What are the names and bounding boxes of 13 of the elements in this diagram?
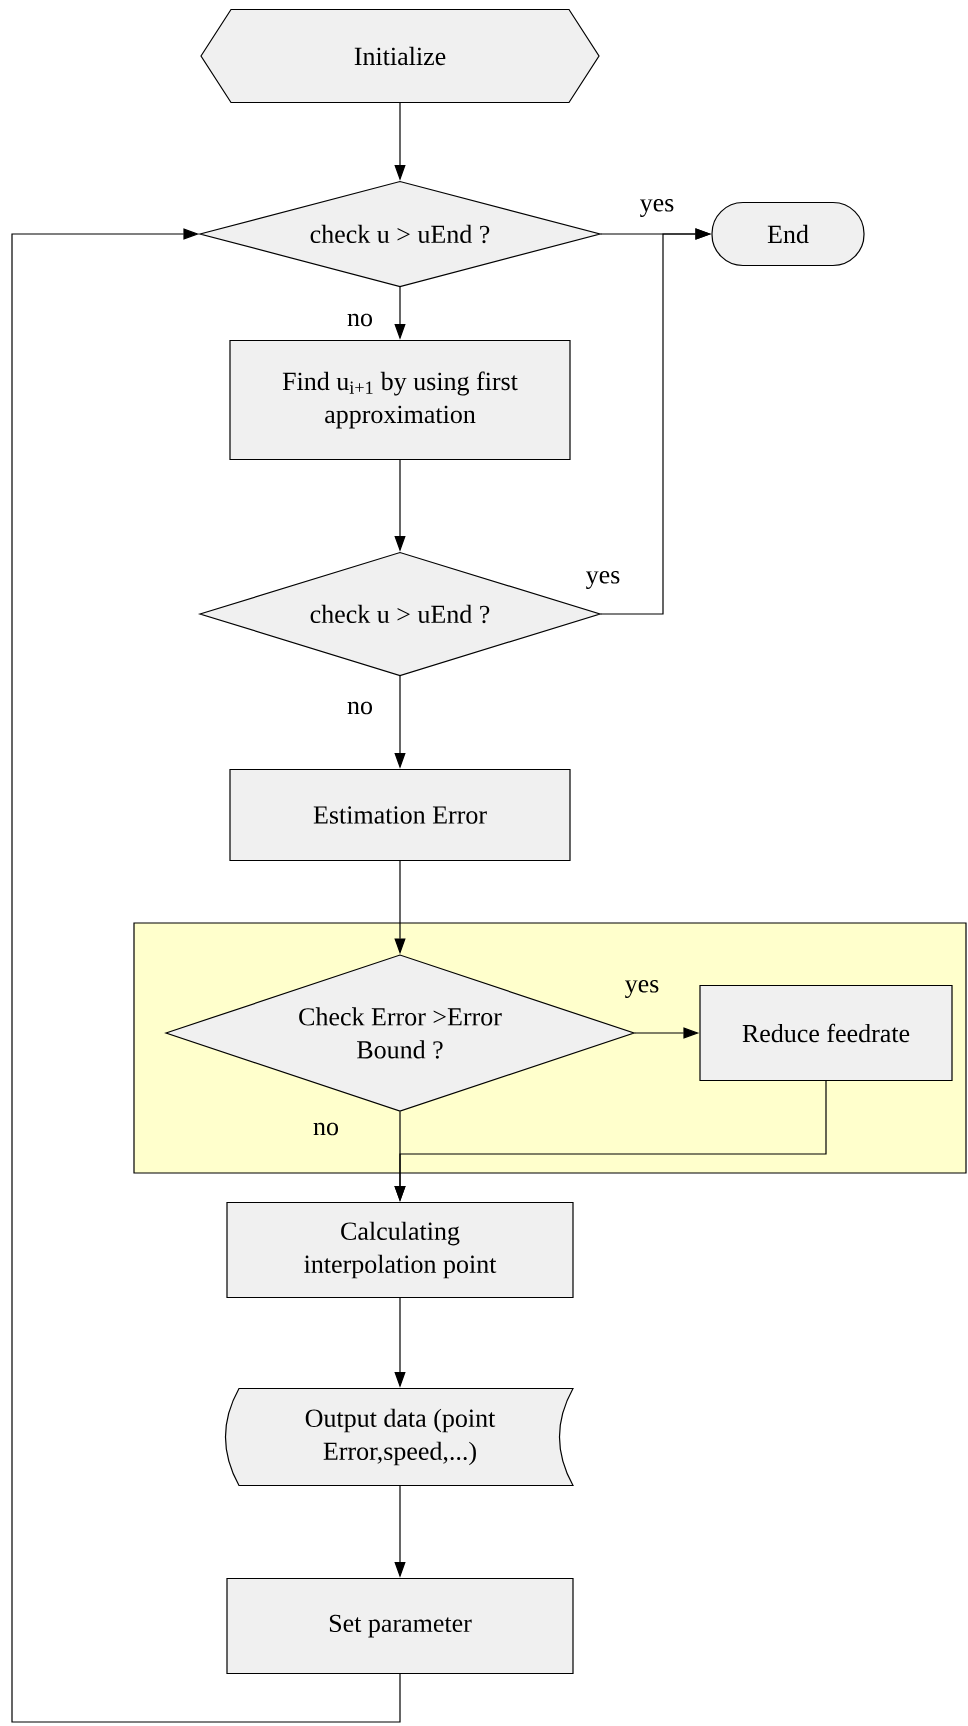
process-box: Calculating interpolation point <box>226 1201 574 1299</box>
output-document: Output data (point Error,speed,...) <box>224 1387 574 1487</box>
process-box: Estimation Error <box>229 768 571 862</box>
start-hexagon: Initialize <box>200 8 600 104</box>
process-box: Set parameter <box>226 1577 574 1675</box>
edge-label: no <box>347 701 372 715</box>
edge-label: yes <box>640 199 674 217</box>
arrow <box>11 228 401 1723</box>
edge-label: no <box>313 1122 338 1136</box>
process-box: Find u$_{i+1}$ by using first approximation <box>229 339 571 461</box>
process-box: Reduce feedrate <box>699 984 953 1082</box>
end-terminal: End <box>711 201 865 267</box>
edge-label: no <box>347 313 372 327</box>
